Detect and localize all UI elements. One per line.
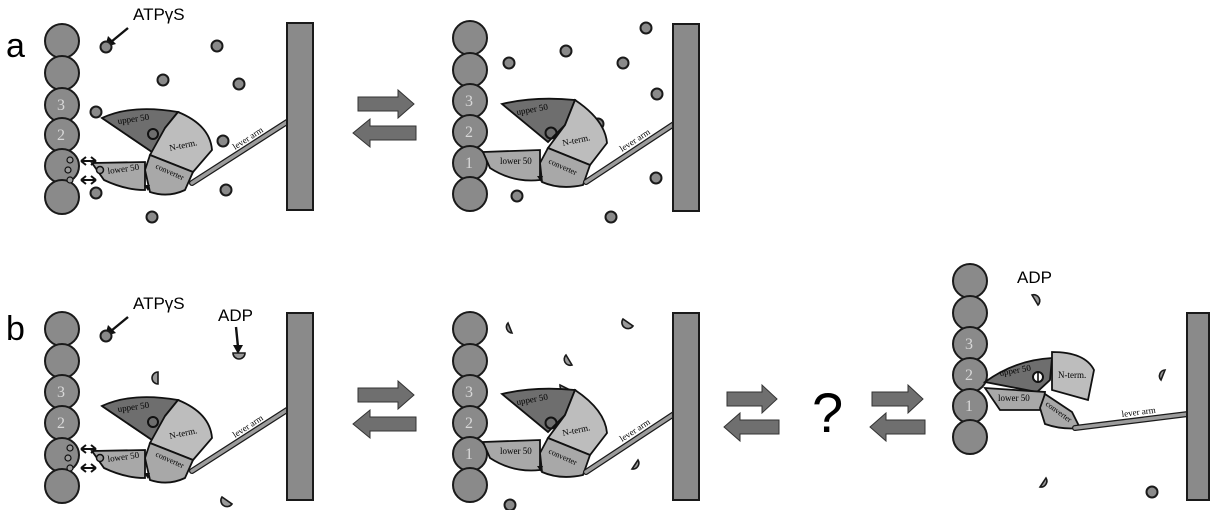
surface-bar (287, 23, 313, 210)
callout-arrow (236, 327, 238, 347)
surface-bar (287, 313, 313, 500)
actin-number: 1 (465, 446, 473, 463)
actin-filament: 3 2 1 (453, 312, 487, 502)
double-arrows (65, 157, 96, 184)
equilibrium-arrows (353, 381, 416, 438)
myosin-head: upper 50 lower 50 N-term. converter leve… (483, 99, 674, 187)
panel-b: b 3 2 ATPγS ADP upper 50 lower 50 N- (6, 264, 1209, 510)
myosin-head: upper 50 lower 50 N-term. converter leve… (985, 352, 1188, 429)
actin-number: 2 (465, 415, 473, 432)
callout-adp: ADP (1017, 268, 1052, 287)
actin-number: 3 (965, 336, 973, 353)
callout-adp: ADP (218, 306, 253, 325)
callout-arrow (111, 317, 128, 331)
actin-number: 3 (465, 384, 473, 401)
actin-filament: 3 2 (45, 24, 79, 214)
panel-a: a 3 2 ATPγS upper 50 (6, 5, 699, 223)
equilibrium-arrows (724, 385, 779, 441)
myosin-head: upper 50 lower 50 N-term. converter leve… (92, 109, 287, 194)
callout-arrow (111, 28, 128, 42)
actin-number: 2 (465, 124, 473, 141)
actin-number: 1 (465, 155, 473, 172)
label-lower-50: lower 50 (500, 156, 532, 166)
actin-filament: 3 2 (45, 312, 79, 503)
label-lower-50: lower 50 (500, 446, 532, 456)
actin-filament: 3 2 1 (453, 21, 487, 211)
actin-number: 2 (965, 367, 973, 384)
actin-filament: 3 2 1 (953, 264, 987, 454)
double-arrows (65, 445, 96, 472)
equilibrium-arrows (870, 385, 925, 441)
callout-atp: ATPγS (133, 294, 185, 313)
actin-number: 3 (57, 384, 65, 401)
surface-bar (673, 313, 699, 500)
myosin-head: upper 50 lower 50 N-term. converter leve… (92, 397, 287, 482)
label-n-term: N-term. (1058, 370, 1086, 380)
free-nucleotides (1032, 295, 1165, 498)
surface-bar (1187, 313, 1209, 500)
actin-number: 2 (57, 415, 65, 432)
actin-number: 3 (465, 93, 473, 110)
equilibrium-arrows (353, 90, 416, 147)
question-mark: ? (812, 381, 843, 444)
actin-number: 2 (57, 127, 65, 144)
label-lower-50: lower 50 (998, 393, 1030, 403)
myosin-head: upper 50 lower 50 N-term. converter leve… (483, 389, 674, 477)
surface-bar (673, 24, 699, 211)
actin-number: 3 (57, 97, 65, 114)
actin-number: 1 (965, 398, 973, 415)
callout-atp: ATPγS (133, 5, 185, 24)
panel-label-b: b (6, 310, 25, 348)
panel-label-a: a (6, 27, 25, 65)
